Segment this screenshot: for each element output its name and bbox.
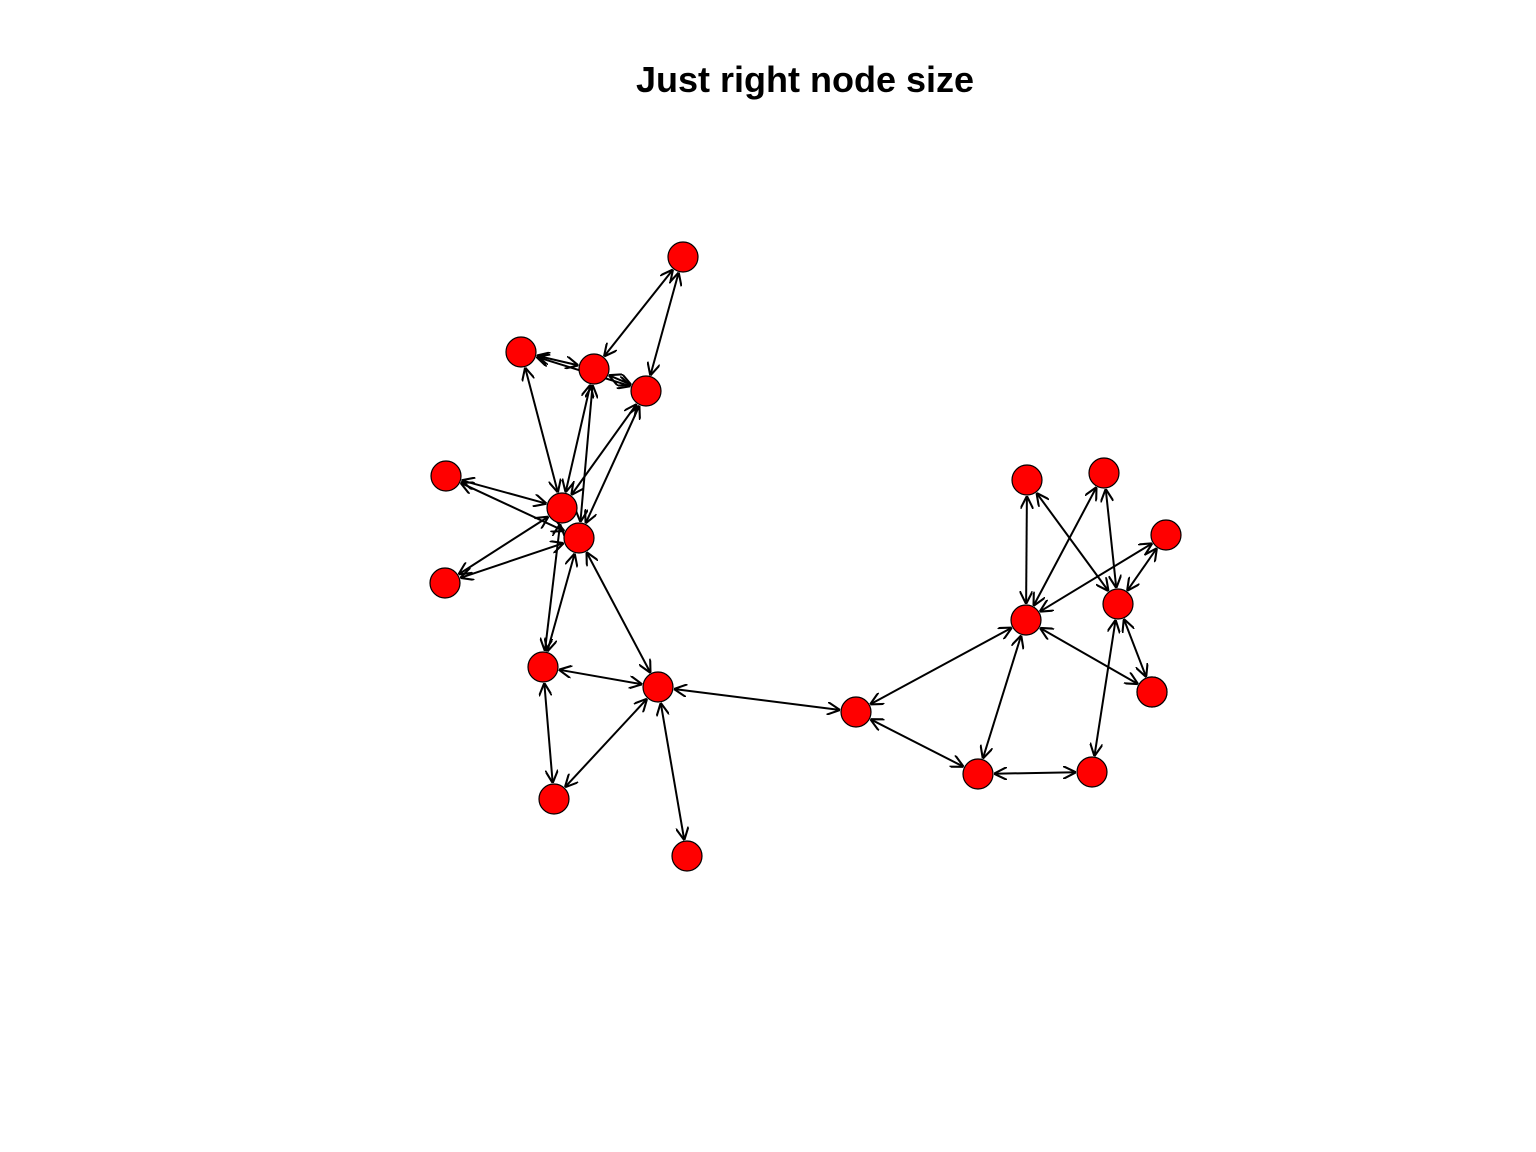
edge-n8-n9 <box>547 553 574 651</box>
edge-n15-n19 <box>1106 489 1117 588</box>
edge-n9-n11 <box>544 683 552 783</box>
edge-n10-n13 <box>674 689 840 710</box>
edge-n1-n3 <box>604 270 673 357</box>
edge-n8-n10 <box>587 552 651 673</box>
edge-n4-n8 <box>586 406 640 524</box>
edge-n9-n10 <box>559 670 642 685</box>
node-n1 <box>667 241 699 273</box>
edge-n5-n7 <box>461 480 546 503</box>
node-n19 <box>1102 588 1134 620</box>
edge-n6-n7 <box>459 517 549 575</box>
node-n14 <box>1011 464 1043 496</box>
node-n5 <box>430 460 462 492</box>
edge-n3-n7 <box>566 385 591 493</box>
edge-n1-n4 <box>650 272 678 375</box>
edge-n6-n8 <box>460 543 564 578</box>
node-n8 <box>563 522 595 554</box>
node-n16 <box>1150 519 1182 551</box>
edges-layer <box>459 270 1157 841</box>
node-n10 <box>642 671 674 703</box>
edge-n16-n19 <box>1127 548 1157 591</box>
node-n11 <box>538 783 570 815</box>
node-n22 <box>1076 756 1108 788</box>
edge-n21-n22 <box>994 772 1076 773</box>
node-n9 <box>527 651 559 683</box>
edge-n14-n18 <box>1026 496 1027 604</box>
edge-n18-n20 <box>1040 628 1138 684</box>
node-n15 <box>1088 457 1120 489</box>
node-n3 <box>578 353 610 385</box>
node-n2 <box>505 336 537 368</box>
edge-n13-n21 <box>870 719 963 767</box>
node-n12 <box>671 840 703 872</box>
edge-n10-n12 <box>661 703 685 840</box>
node-n21 <box>962 758 994 790</box>
edge-n3-n4 <box>609 375 632 385</box>
edge-n19-n22 <box>1094 620 1115 756</box>
node-n13 <box>840 696 872 728</box>
edge-n19-n20 <box>1124 619 1146 677</box>
node-n4 <box>630 375 662 407</box>
edge-n10-n11 <box>565 699 647 788</box>
node-n18 <box>1010 604 1042 636</box>
edge-n15-n18 <box>1034 487 1097 606</box>
edge-n2-n7 <box>525 368 558 493</box>
edge-n18-n21 <box>983 635 1021 758</box>
edge-n13-n18 <box>870 628 1012 705</box>
plot-title: Just right node size <box>635 59 975 100</box>
node-n20 <box>1136 676 1168 708</box>
nodes-layer <box>429 241 1182 872</box>
node-n7 <box>546 492 578 524</box>
node-n6 <box>429 567 461 599</box>
